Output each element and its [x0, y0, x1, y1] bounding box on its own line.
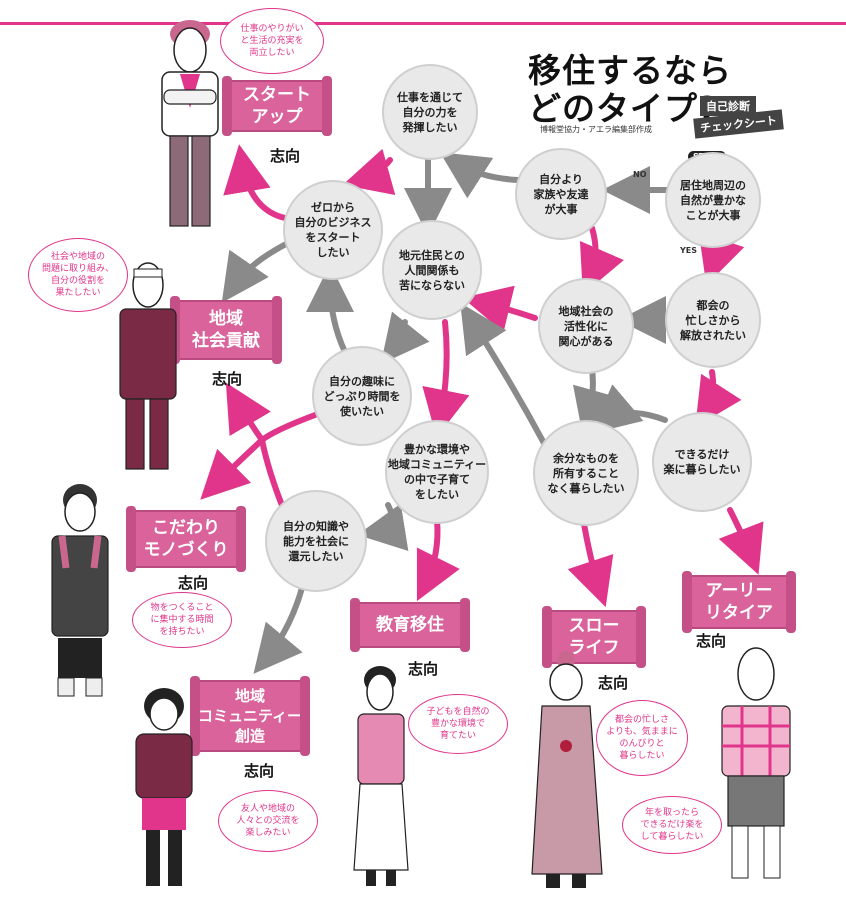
arrow-community-minimal: [572, 365, 620, 438]
shikou-early: 志向: [696, 632, 727, 650]
arrow-local-hobby: [380, 311, 430, 365]
arrow-family-community: [579, 225, 624, 295]
shikou-education: 志向: [408, 660, 439, 678]
credit: 博報堂協力・アエラ編集部作成: [540, 125, 652, 134]
title-line-2: どのタイプ?: [528, 89, 719, 128]
shikou-contrib: 志向: [212, 370, 243, 388]
node-knowledge: 自分の知識や 能力を社会に 還元したい: [265, 490, 367, 592]
node-child: 豊かな環境や 地域コミュニティー の中で子育て をしたい: [385, 420, 489, 524]
tag-line-1: 自己診断: [700, 96, 756, 116]
bubble-contrib: 社会や地域の 問題に取り組み、 自分の役割を 果たしたい: [28, 238, 128, 312]
arrow-hobby-split: [259, 412, 318, 443]
shikou-slow: 志向: [598, 674, 629, 692]
bubble-slow: 都会の忙しさ よりも、気ままに のんびりと 暮らしたい: [596, 700, 688, 776]
arrow-business-startup: [223, 144, 288, 221]
node-start: 居住地周辺の 自然が豊かな ことが大事: [665, 152, 761, 248]
no-label: NO: [633, 170, 647, 179]
type-startup: スタート アップ: [222, 76, 332, 136]
node-city: 都会の 忙しさから 解放されたい: [665, 272, 761, 368]
page-title: 移住するなら どのタイプ?: [528, 52, 732, 128]
arrow-to-contrib: [225, 382, 271, 443]
arrow-child-education: [416, 517, 460, 602]
arrow-business-contrib: [221, 239, 293, 303]
node-work: 仕事を通じて 自分の力を 発揮したい: [382, 64, 478, 160]
bubble-education: 子どもを自然の 豊かな環境で 育てたい: [408, 694, 508, 754]
bubble-creation: 友人や地域の 人々との交流を 楽しみたい: [218, 790, 318, 852]
bubble-craft: 物をつくること に集中する時間 を持ちたい: [132, 592, 232, 648]
shikou-startup: 志向: [270, 147, 301, 165]
top-rule: [0, 22, 846, 25]
type-creation: 地域 コミュニティー 創造: [190, 676, 310, 756]
yes-label: YES: [680, 246, 698, 255]
person-slow-illustration: [531, 651, 603, 888]
person-contrib-illustration: [119, 262, 177, 470]
shikou-craft: 志向: [178, 574, 209, 592]
arrow-easy-minimal: [591, 384, 668, 434]
node-business: ゼロから 自分のビジネス をスタート したい: [283, 180, 383, 280]
bubble-startup: 仕事のやりがい と生活の充実を 両立したい: [220, 8, 324, 74]
type-craft: こだわり モノづくり: [126, 506, 246, 572]
bubble-early: 年を取ったら できるだけ楽を して暮らしたい: [622, 796, 722, 854]
node-minimal: 余分なものを 所有すること なく暮らしたい: [533, 420, 639, 526]
arrow-work-business: [342, 148, 396, 196]
shikou-creation: 志向: [244, 762, 275, 780]
title-line-1: 移住するなら: [528, 51, 732, 90]
node-family: 自分より 家族や友達 が大事: [515, 148, 607, 240]
arrow-minimal-slow: [567, 515, 614, 608]
arrow-minimal-local: [460, 302, 548, 448]
arrow-knowledge-creation: [253, 585, 305, 674]
person-education-illustration: [353, 666, 409, 886]
arrow-easy-early: [718, 507, 764, 575]
arrow-family-work: [439, 152, 521, 199]
arrow-hobby-business: [306, 264, 355, 355]
type-early: アーリー リタイア: [682, 571, 796, 633]
arrow-community-local: [462, 285, 538, 333]
node-hobby: 自分の趣味に どっぷり時間を 使いたい: [312, 346, 412, 446]
node-local: 地元住民との 人間関係も 苦にならない: [382, 220, 482, 320]
type-contrib: 地域 社会貢献: [170, 296, 282, 364]
arrow-local-child: [422, 319, 470, 438]
arrow-knowledge-split: [259, 437, 286, 511]
person-craft-illustration: [51, 484, 109, 697]
arrow-city-easy: [695, 369, 742, 428]
person-startup-illustration: [161, 20, 219, 227]
node-easy: できるだけ 楽に暮らしたい: [652, 412, 752, 512]
person-early-illustration: [721, 647, 791, 879]
arrow-child-knowledge: [357, 502, 409, 551]
node-community: 地域社会の 活性化に 関心がある: [538, 278, 634, 374]
type-education: 教育移住: [350, 598, 470, 652]
arrow-to-craft: [200, 437, 265, 500]
person-creation-illustration: [135, 688, 193, 886]
